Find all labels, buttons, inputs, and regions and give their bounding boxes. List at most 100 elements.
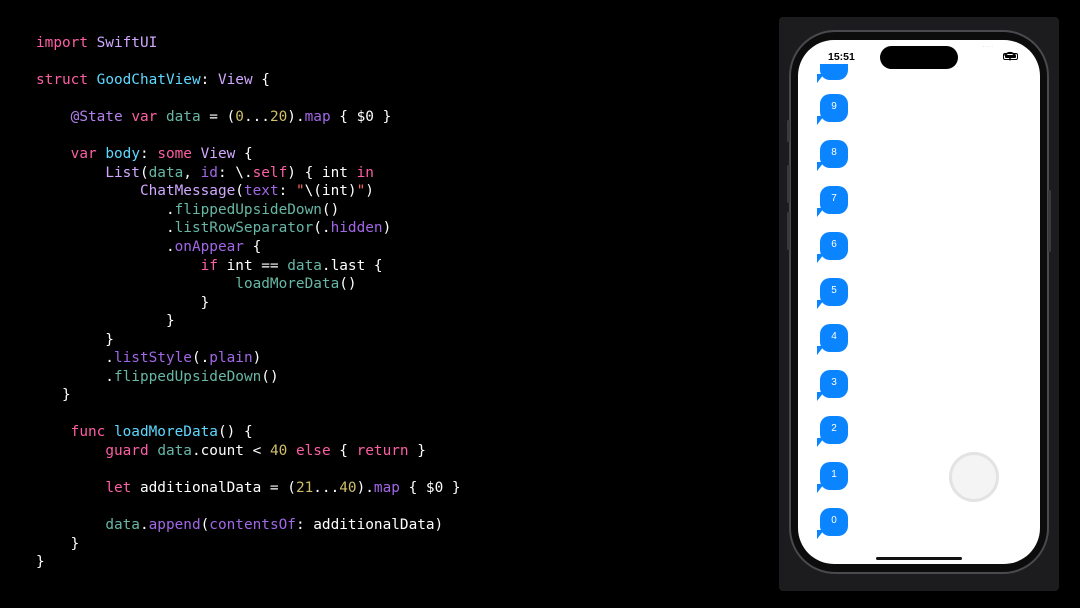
- chat-bubble: 6: [817, 232, 848, 263]
- code-token: data: [105, 517, 140, 534]
- code-token: text: [243, 183, 279, 200]
- code-token: ": [295, 183, 305, 200]
- code-token: () {: [217, 424, 253, 441]
- code-line: import SwiftUI: [36, 35, 157, 51]
- chat-bubble-text: 0: [831, 515, 837, 526]
- code-token: data: [165, 109, 201, 126]
- code-token: [149, 443, 158, 459]
- code-token: plain: [209, 350, 253, 367]
- touch-indicator: [949, 452, 999, 502]
- code-line: List(data, id: \.self) { int in: [36, 165, 374, 181]
- code-token: :: [200, 72, 218, 89]
- code-line: }: [36, 294, 210, 311]
- code-token: (: [235, 183, 244, 200]
- home-indicator[interactable]: [876, 557, 962, 560]
- code-token: \(int): [304, 183, 357, 200]
- code-token: }: [408, 443, 426, 460]
- code-token: ).: [356, 480, 374, 497]
- code-token: [36, 165, 105, 181]
- code-token: ): [365, 183, 374, 200]
- code-line: }: [36, 313, 175, 329]
- chat-bubble-text: 4: [831, 331, 837, 342]
- code-token: var: [131, 109, 158, 126]
- code-line: ChatMessage(text: "\(int)"): [36, 183, 374, 199]
- code-line: data.append(contentsOf: additionalData): [36, 517, 443, 533]
- code-token: }: [36, 313, 175, 330]
- code-token: data: [157, 443, 192, 460]
- code-token: 0: [235, 109, 244, 126]
- code-token: [36, 443, 105, 459]
- code-token: (.: [191, 350, 210, 367]
- code-token: [36, 424, 71, 440]
- chat-bubble: 5: [817, 278, 848, 309]
- chat-bubble: 1: [817, 462, 848, 493]
- battery-icon: [1003, 53, 1018, 60]
- code-token: [157, 109, 166, 125]
- dynamic-island: [880, 46, 958, 69]
- code-token: hidden: [330, 220, 383, 237]
- code-line: struct GoodChatView: View {: [36, 72, 270, 88]
- code-token: self: [252, 164, 288, 181]
- code-token: 40: [339, 480, 357, 497]
- code-token: List: [105, 164, 140, 181]
- code-line: guard data.count < 40 else { return }: [36, 443, 426, 459]
- code-token: @State: [70, 109, 123, 126]
- code-token: [36, 276, 235, 292]
- code-token: [36, 258, 201, 274]
- code-token: append: [148, 517, 201, 534]
- code-token: import: [36, 35, 88, 51]
- chat-bubble-partial: [817, 64, 848, 83]
- code-token: loadMoreData: [235, 276, 340, 293]
- volume-up-button: [787, 165, 790, 203]
- chat-bubble-text: 5: [831, 285, 837, 296]
- volume-down-button: [787, 212, 790, 250]
- code-token: :: [139, 146, 158, 163]
- code-token: ,: [183, 164, 201, 181]
- code-token: 40: [269, 443, 288, 460]
- code-token: onAppear: [174, 239, 244, 256]
- code-token: (): [339, 276, 357, 293]
- code-token: .: [36, 350, 114, 367]
- code-token: .: [36, 368, 114, 385]
- code-token: : \.: [217, 164, 253, 181]
- code-line: }: [36, 332, 114, 348]
- code-token: var: [70, 146, 97, 163]
- code-token: }: [36, 554, 45, 571]
- code-token: {: [243, 239, 262, 256]
- code-token: { $0 }: [330, 109, 392, 126]
- code-token: data: [287, 257, 322, 274]
- code-token: }: [36, 294, 210, 311]
- code-token: additionalData = (: [131, 480, 296, 497]
- code-token: [287, 443, 296, 459]
- code-token: flippedUpsideDown: [113, 368, 262, 385]
- code-token: [192, 146, 201, 162]
- code-line: .flippedUpsideDown(): [36, 202, 339, 218]
- code-token: some: [157, 146, 192, 163]
- code-line: }: [36, 536, 80, 552]
- code-token: loadMoreData: [113, 424, 218, 441]
- code-token: (.: [313, 220, 331, 237]
- code-line: .onAppear {: [36, 239, 261, 255]
- code-line: }: [36, 554, 45, 570]
- code-token: map: [373, 480, 400, 497]
- chat-bubble-text: 7: [831, 193, 837, 204]
- chat-bubble-text: 8: [831, 147, 837, 158]
- code-token: let: [105, 480, 132, 497]
- code-token: 20: [269, 109, 288, 126]
- code-token: GoodChatView: [96, 72, 201, 89]
- code-token: ) { int: [287, 164, 357, 181]
- code-token: .count <: [191, 443, 270, 460]
- code-token: ChatMessage: [139, 183, 236, 200]
- code-token: [88, 72, 97, 88]
- code-token: ): [382, 220, 392, 237]
- code-token: ...: [243, 109, 270, 126]
- code-token: 21: [295, 480, 314, 497]
- code-token: (): [321, 201, 340, 218]
- code-token: : additionalData): [295, 517, 444, 534]
- chat-bubble-text: 9: [831, 101, 837, 112]
- code-line: if int == data.last {: [36, 258, 383, 274]
- code-line: @State var data = (0...20).map { $0 }: [36, 109, 392, 126]
- code-token: View: [200, 146, 236, 163]
- code-token: .: [36, 220, 175, 237]
